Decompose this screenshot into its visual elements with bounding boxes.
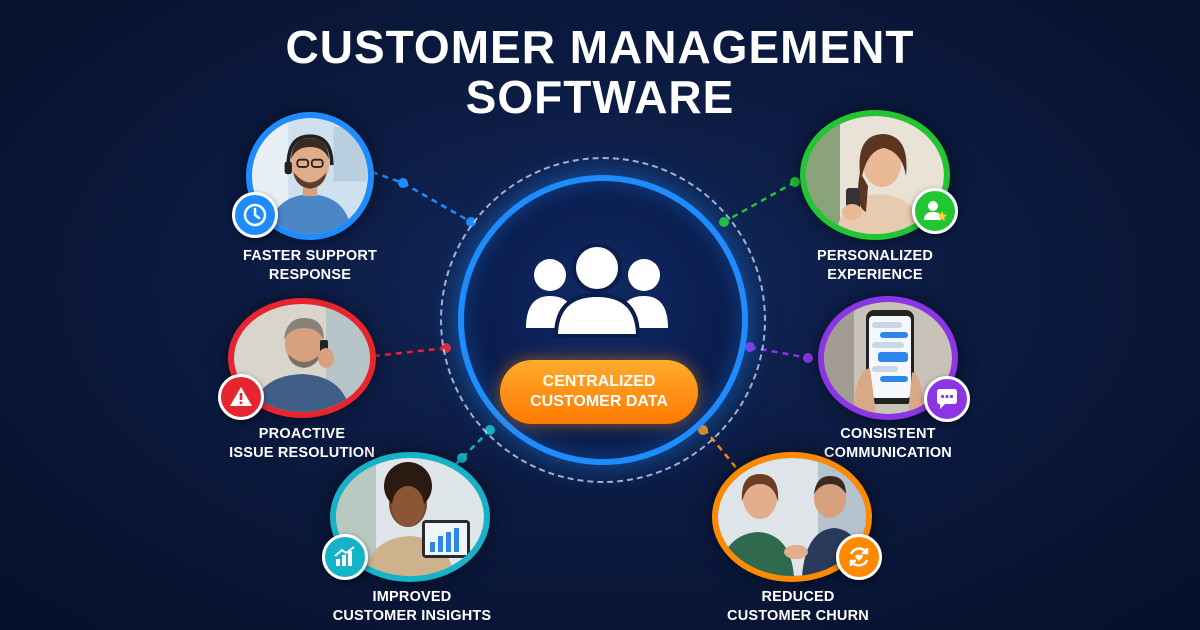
consistent-label: CONSISTENT COMMUNICATION	[768, 425, 1008, 463]
chat-bubble-badge	[924, 376, 970, 422]
label-line-2: CUSTOMER CHURN	[727, 608, 869, 624]
label-line-2: COMMUNICATION	[824, 445, 952, 461]
bar-chart-icon	[334, 546, 355, 566]
users-group-icon	[526, 243, 668, 338]
connector-dot	[790, 177, 800, 187]
connector-dot	[398, 178, 408, 188]
label-line-2: ISSUE RESOLUTION	[229, 445, 375, 461]
man-on-phone-call-photo	[234, 304, 370, 412]
hub-label-line-1: CENTRALIZED	[542, 373, 656, 390]
label-line-1: PROACTIVE	[258, 426, 346, 442]
warning-icon	[230, 387, 252, 406]
support-agent-headset-photo	[252, 118, 368, 234]
centralized-data-pill: CENTRALIZED CUSTOMER DATA	[500, 360, 698, 424]
clock-icon	[243, 203, 267, 227]
warning-badge	[218, 374, 264, 420]
churn-label: REDUCED CUSTOMER CHURN	[678, 588, 918, 626]
label-line-2: RESPONSE	[268, 267, 352, 283]
user-star-icon	[924, 201, 947, 221]
label-line-1: IMPROVED	[372, 589, 452, 605]
title-line-1: CUSTOMER MANAGEMENT	[285, 21, 915, 73]
connector-dot	[803, 353, 813, 363]
label-line-2: CUSTOMER INSIGHTS	[332, 608, 492, 624]
hub-label-line-2: CUSTOMER DATA	[530, 393, 668, 410]
faster-support-label: FASTER SUPPORT RESPONSE	[190, 247, 430, 285]
refresh-heart-badge	[836, 534, 882, 580]
bar-chart-badge	[322, 534, 368, 580]
woman-with-tablet-charts-photo	[336, 458, 484, 576]
insights-label: IMPROVED CUSTOMER INSIGHTS	[292, 588, 532, 626]
user-star-badge	[912, 188, 958, 234]
clock-badge	[232, 192, 278, 238]
title-line-2: SOFTWARE	[465, 71, 735, 123]
label-line-2: EXPERIENCE	[827, 267, 923, 283]
hub-dashed-ring	[440, 157, 766, 483]
hand-holding-phone-chat-photo	[824, 302, 952, 414]
proactive-circle	[228, 298, 376, 418]
refresh-heart-icon	[849, 547, 869, 567]
label-line-1: REDUCED	[761, 589, 835, 605]
label-line-1: CONSISTENT	[840, 426, 936, 442]
personalized-label: PERSONALIZED EXPERIENCE	[755, 247, 995, 285]
faster-support-circle	[246, 112, 374, 240]
label-line-1: FASTER SUPPORT	[242, 248, 378, 264]
label-line-1: PERSONALIZED	[817, 248, 933, 264]
consistent-circle	[818, 296, 958, 420]
insights-circle	[330, 452, 490, 582]
proactive-label: PROACTIVE ISSUE RESOLUTION	[182, 425, 422, 463]
page-title: CUSTOMER MANAGEMENT SOFTWARE	[0, 22, 1200, 122]
chat-bubble-icon	[937, 389, 957, 409]
